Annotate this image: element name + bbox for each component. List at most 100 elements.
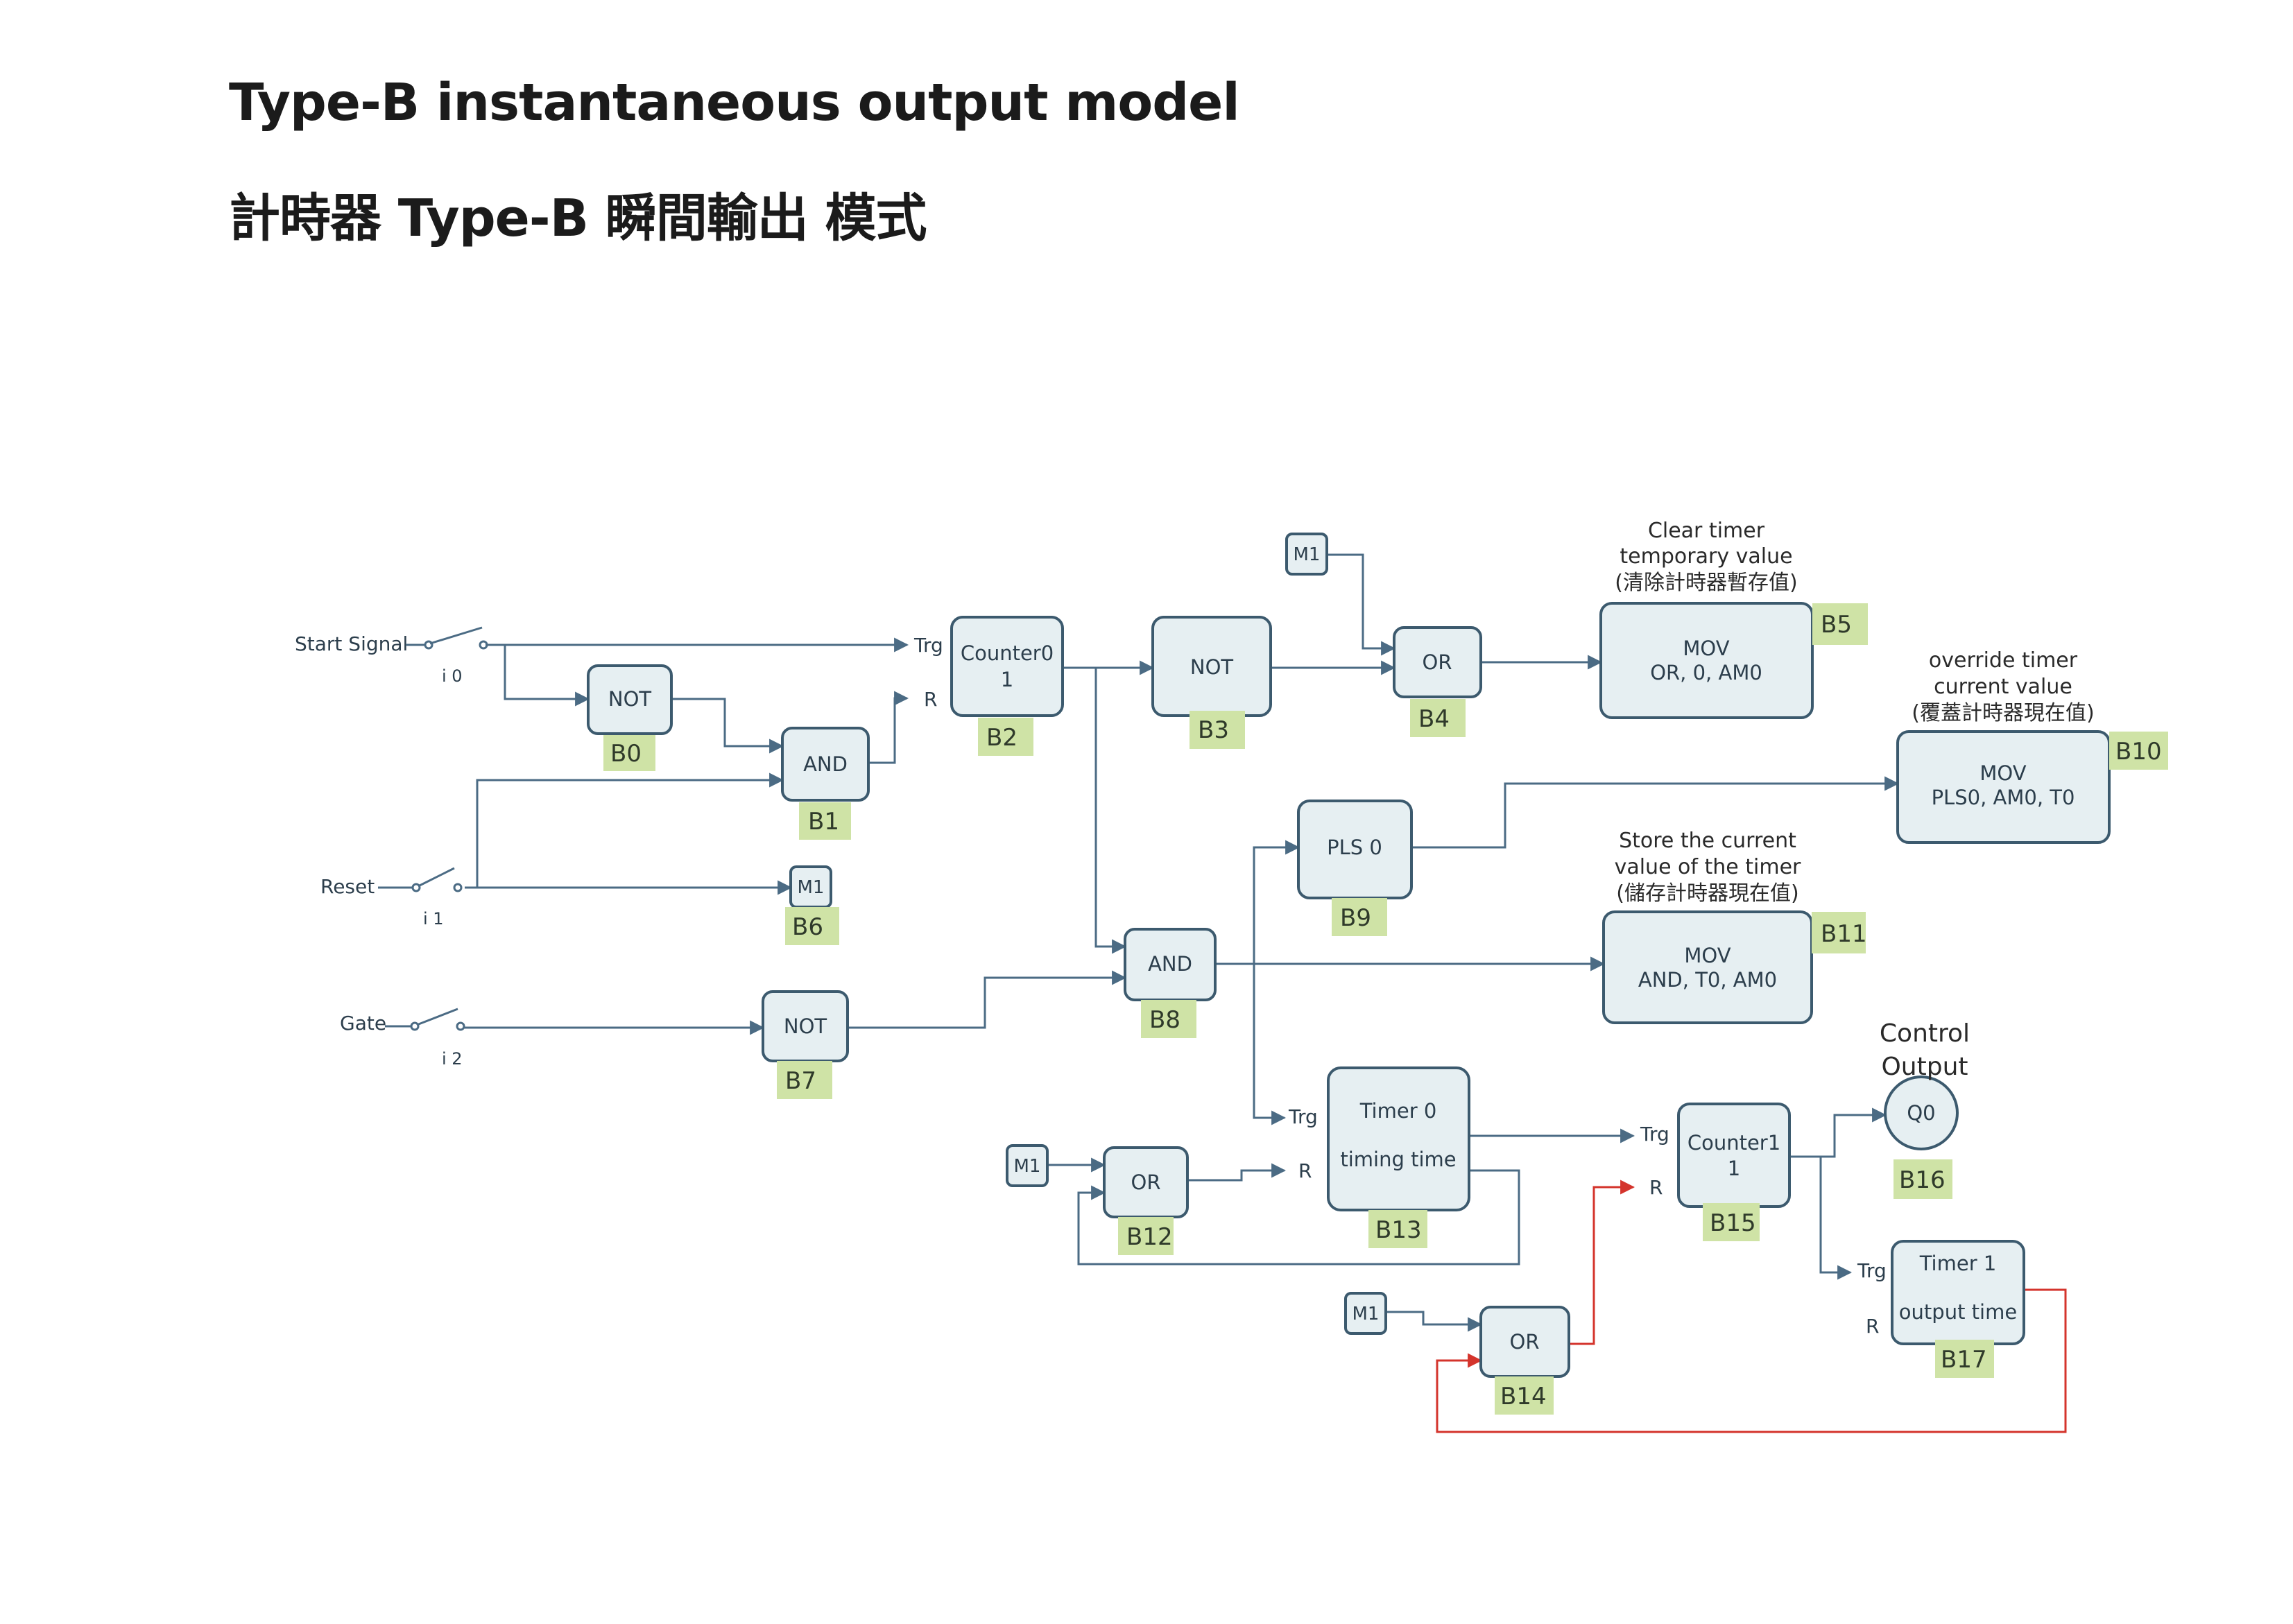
note-override-timer: override timer current value (覆蓋計時器現在值) <box>1912 648 2094 725</box>
b17-tag: B17 <box>1941 1346 1987 1374</box>
b4-tag: B4 <box>1418 705 1450 733</box>
wire-m1-to-b4 <box>1328 553 1396 656</box>
memory-m1-b14: M1 <box>1344 1292 1387 1335</box>
b2-label: Counter0 <box>961 641 1054 665</box>
block-b4-or: OR B4 <box>1393 626 1482 737</box>
b13-trg-pin: Trg <box>1288 1105 1318 1128</box>
svg-text:value of the timer: value of the timer <box>1615 855 1801 879</box>
b15-tag: B15 <box>1710 1209 1756 1237</box>
start-contact-icon <box>424 640 433 650</box>
b3-label: NOT <box>1190 655 1234 679</box>
wire-b9-to-b10 <box>1411 776 1900 849</box>
svg-text:temporary value: temporary value <box>1620 544 1792 569</box>
block-b5-mov: MOV OR, 0, AM0 B5 <box>1599 602 1868 719</box>
block-b0-not: NOT B0 <box>587 664 673 771</box>
block-b6-m1: M1 B6 <box>785 865 839 945</box>
b16-tag: B16 <box>1899 1166 1946 1194</box>
svg-text:current value: current value <box>1934 675 2072 699</box>
wire-b8-to-b13-trg <box>1253 964 1287 1125</box>
b11-label: MOV <box>1684 944 1731 967</box>
svg-text:(清除計時器暫存值): (清除計時器暫存值) <box>1615 571 1797 595</box>
gate-channel: i 2 <box>442 1049 463 1069</box>
reset-contact-icon <box>411 883 421 892</box>
wire-b8-to-b9 <box>1215 840 1300 965</box>
b15-label: Counter1 <box>1687 1131 1780 1155</box>
wire-b13-feedback <box>1077 1169 1520 1265</box>
m1-b12-label: M1 <box>1014 1156 1041 1177</box>
note-store-value: Store the current value of the timer (儲存… <box>1615 829 1801 906</box>
wire-start-to-b0 <box>504 645 590 707</box>
b13-label: Timer 0 <box>1359 1099 1437 1123</box>
b6-label: M1 <box>798 877 825 898</box>
b15-value: 1 <box>1728 1157 1740 1180</box>
b16-label: Q0 <box>1907 1101 1935 1125</box>
wire-b15-to-q0 <box>1789 1107 1887 1158</box>
b14-tag: B14 <box>1500 1383 1547 1410</box>
block-b14-or: OR B14 <box>1479 1306 1570 1415</box>
b15-r-pin: R <box>1649 1176 1663 1199</box>
b5-tag: B5 <box>1821 611 1852 639</box>
b5-label: MOV <box>1683 637 1729 660</box>
wire-m1-to-b14 <box>1386 1311 1483 1332</box>
b15-trg-pin: Trg <box>1640 1123 1669 1146</box>
wires <box>463 553 2067 1433</box>
block-b11-mov: MOV AND, T0, AM0 B11 <box>1602 910 1867 1024</box>
b7-label: NOT <box>784 1014 827 1038</box>
b7-tag: B7 <box>785 1067 816 1095</box>
svg-text:Store the current: Store the current <box>1619 829 1796 853</box>
block-b13-timer0: Timer 0 timing time B13 <box>1327 1066 1470 1248</box>
wire-b12-to-b13-r <box>1187 1163 1287 1182</box>
b9-tag: B9 <box>1340 904 1371 932</box>
block-b9-pls: PLS 0 B9 <box>1297 800 1413 936</box>
b13-r-pin: R <box>1298 1159 1312 1182</box>
svg-text:Output: Output <box>1881 1053 1968 1081</box>
b13-tag: B13 <box>1375 1216 1422 1244</box>
block-b10-mov: MOV PLS0, AM0, T0 B10 <box>1896 730 2168 844</box>
m1-b4-label: M1 <box>1294 544 1321 565</box>
block-b17-timer1: Timer 1 output time B17 <box>1891 1240 2025 1378</box>
b17-param: output time <box>1899 1300 2017 1324</box>
title-chinese: 計時器 Type-B 瞬間輸出 模式 <box>229 189 927 248</box>
b2-r-pin: R <box>924 688 937 711</box>
wire-b15-to-b17-trg <box>1819 1157 1853 1280</box>
b17-r-pin: R <box>1866 1315 1879 1338</box>
start-signal-label: Start Signal <box>295 632 408 655</box>
pin-labels: Trg R Trg R Trg R Trg R <box>913 634 1887 1338</box>
b4-label: OR <box>1423 650 1452 674</box>
b10-label: MOV <box>1979 761 2026 785</box>
block-b3-not: NOT B3 <box>1151 616 1272 749</box>
svg-text:override timer: override timer <box>1929 648 2078 673</box>
reset-channel: i 1 <box>423 909 444 928</box>
b3-tag: B3 <box>1198 716 1229 744</box>
wire-b1-to-b2-r <box>868 691 909 764</box>
b8-tag: B8 <box>1149 1006 1180 1034</box>
block-b2-counter0: Counter0 1 B2 <box>950 616 1064 756</box>
b11-tag: B11 <box>1821 920 1867 948</box>
b6-tag: B6 <box>792 913 823 941</box>
m1-b14-label: M1 <box>1352 1304 1380 1324</box>
title-english: Type-B instantaneous output model <box>229 73 1240 132</box>
input-start-signal: Start Signal i 0 <box>295 626 488 686</box>
b17-trg-pin: Trg <box>1857 1259 1887 1282</box>
b1-label: AND <box>803 752 848 776</box>
wire-b2-to-b8 <box>1094 668 1127 954</box>
b2-value: 1 <box>1001 668 1013 691</box>
b12-tag: B12 <box>1126 1223 1173 1251</box>
wire-reset-to-b1 <box>476 772 784 888</box>
b10-args: PLS0, AM0, T0 <box>1932 786 2075 809</box>
block-b7-not: NOT B7 <box>762 990 849 1099</box>
b0-label: NOT <box>608 687 652 711</box>
memory-m1-b12: M1 <box>1006 1144 1049 1187</box>
b2-trg-pin: Trg <box>913 634 943 657</box>
svg-text:Control: Control <box>1880 1019 1970 1048</box>
reset-label: Reset <box>320 875 375 898</box>
gate-contact-icon <box>410 1021 420 1031</box>
b0-tag: B0 <box>610 740 642 768</box>
block-b16-q0: Q0 B16 <box>1884 1076 1959 1199</box>
b12-label: OR <box>1131 1171 1161 1194</box>
b10-tag: B10 <box>2115 738 2162 766</box>
block-b8-and: AND B8 <box>1124 928 1217 1038</box>
svg-text:(儲存計時器現在值): (儲存計時器現在值) <box>1616 881 1798 906</box>
